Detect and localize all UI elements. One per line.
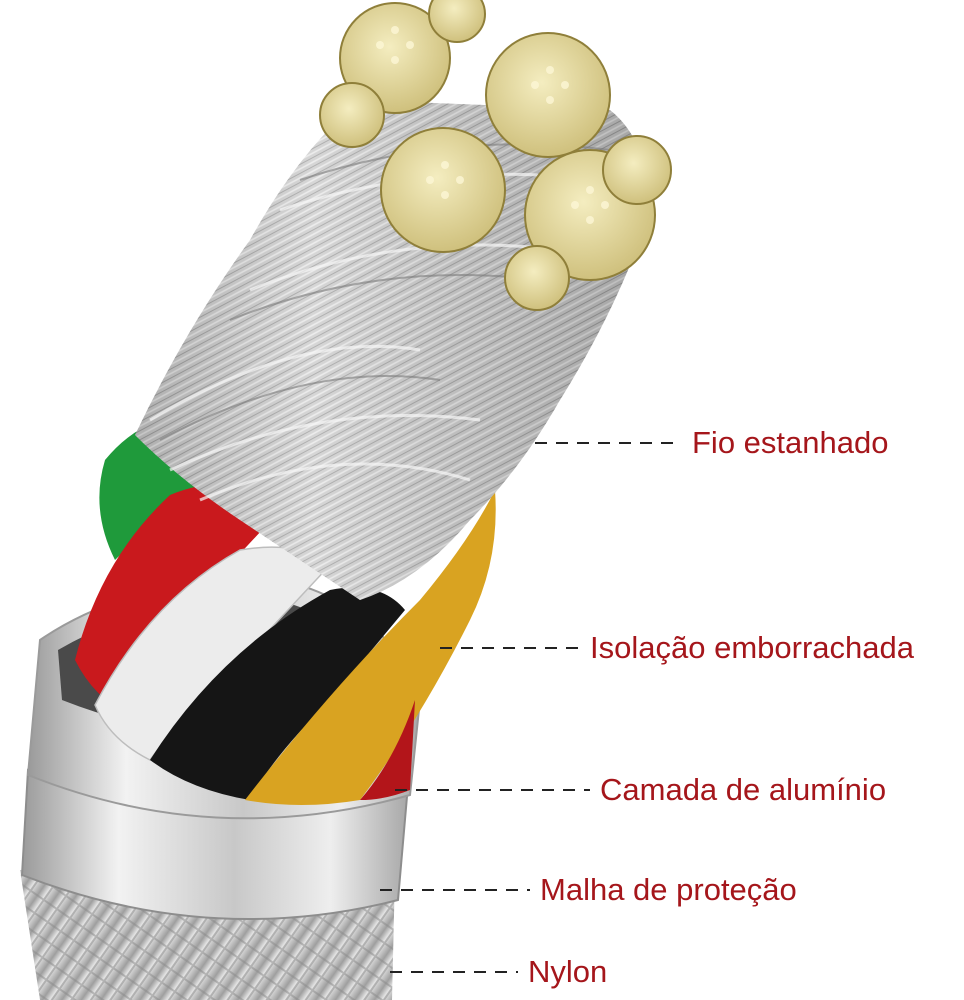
label-aluminum-layer: Camada de alumínio [600,772,886,808]
label-shield-braid: Malha de proteção [540,872,797,908]
label-rubber-insulation: Isolação emborrachada [590,630,914,666]
label-tinned-wire: Fio estanhado [692,425,888,461]
label-nylon: Nylon [528,954,607,990]
